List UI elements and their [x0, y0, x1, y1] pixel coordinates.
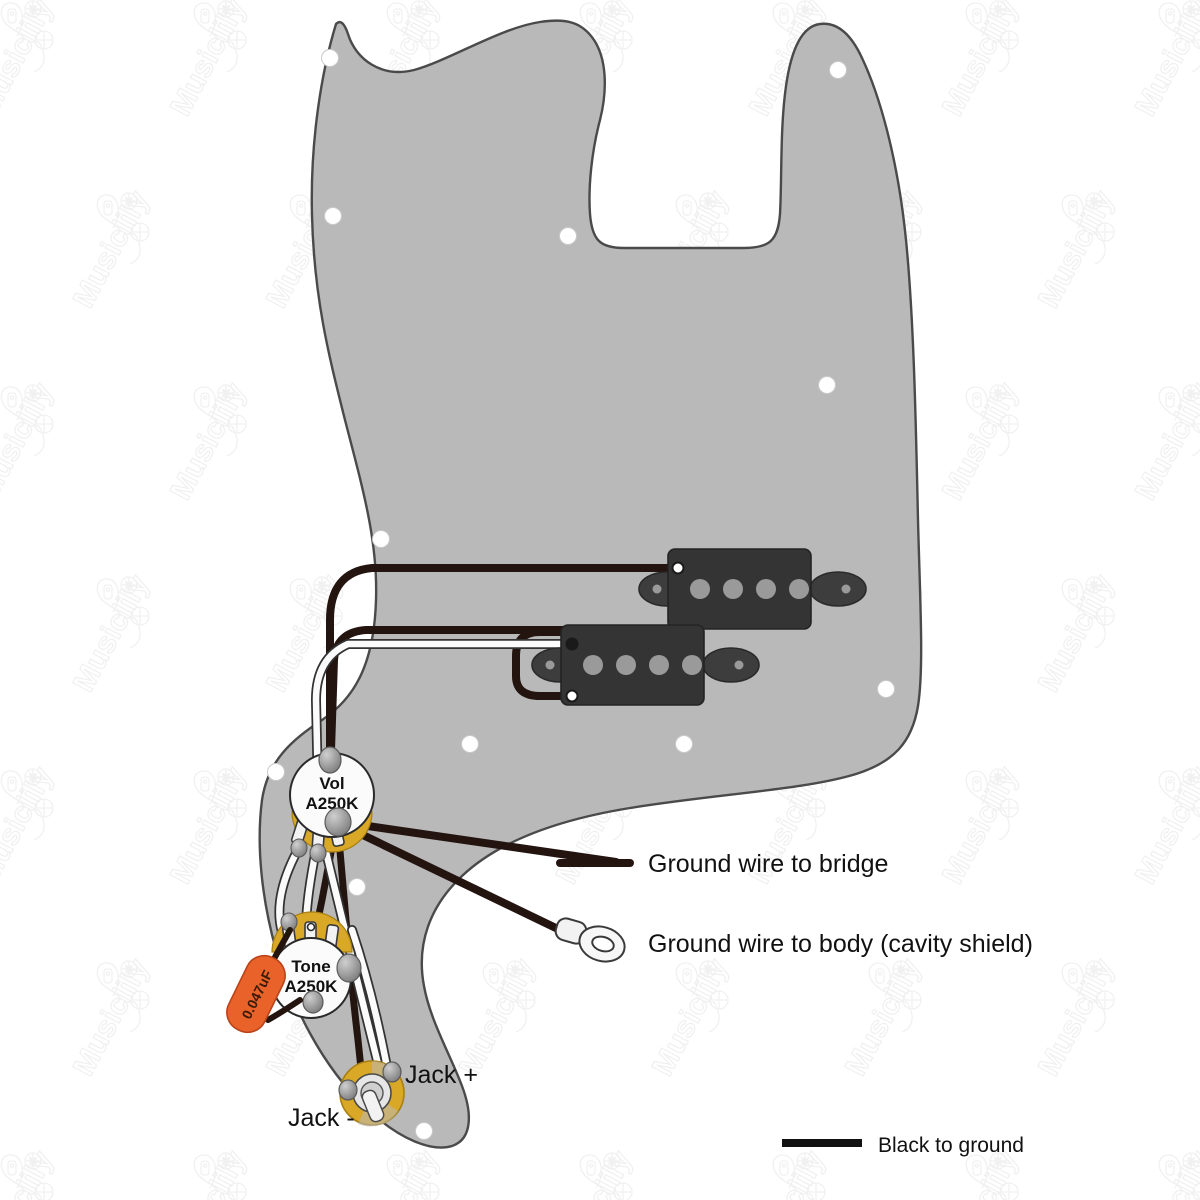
ground-body-label: Ground wire to body (cavity shield): [648, 930, 1033, 958]
screw-holes: [267, 49, 895, 1140]
tone-pot-label-line1: Tone: [291, 957, 330, 976]
tone-pot-label-line2: A250K: [285, 977, 339, 996]
wire-bridge-lower-to-neck-lower: [512, 628, 680, 700]
wire-white-hot: [311, 639, 577, 795]
output-jack[interactable]: [338, 1060, 405, 1127]
callout-ground-body: Ground wire to body (cavity shield): [554, 917, 1033, 963]
jack-plus-label: Jack +: [405, 1061, 478, 1089]
volume-pot-label-line2: A250K: [306, 794, 360, 813]
capacitor[interactable]: 0.047uF: [220, 949, 291, 1038]
wire-ground-to-bridge: [336, 818, 620, 866]
pickup-bridge-coil[interactable]: [638, 548, 867, 639]
legend-black-to-ground: Black to ground: [782, 1134, 1024, 1157]
wire-vol-to-bridge-pickup: [326, 564, 674, 784]
wire-ground-to-body: [336, 820, 564, 934]
pickup-neck-coil[interactable]: [531, 624, 760, 706]
legend-label: Black to ground: [878, 1134, 1024, 1157]
tone-pot[interactable]: Tone A250K: [259, 911, 362, 1023]
callout-ground-bridge: Ground wire to bridge: [556, 850, 888, 878]
volume-pot-label-line1: Vol: [319, 774, 344, 793]
jack-minus-label: Jack -: [288, 1104, 355, 1132]
ground-bridge-label: Ground wire to bridge: [648, 850, 888, 878]
ring-terminal-icon: [554, 917, 626, 963]
wire-white-to-jack-plus-b: [347, 925, 391, 1067]
volume-pot[interactable]: Vol A250K: [289, 746, 375, 863]
